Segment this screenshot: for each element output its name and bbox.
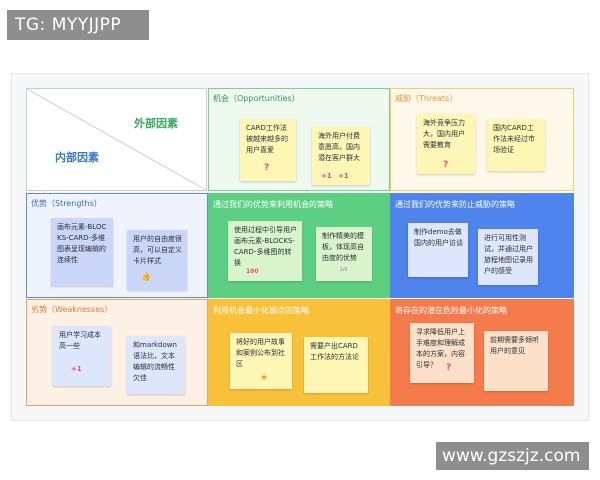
sticky-note-threat-1[interactable]: 海外竞争压力大，国内用户需要教育 ? xyxy=(417,114,475,174)
note-text: 进行可用性测试，并通过用户旅程地图记录用户的感受 xyxy=(484,234,533,275)
note-text: 用户的自由度很高，可以自定义卡片样式 xyxy=(133,235,182,265)
plus-one-sticker-icon: +1 xyxy=(71,365,82,373)
note-text: 使用过程中引导用户画布元素-BLOCKS-CARD-多维图的转换 xyxy=(234,226,297,267)
corner-cell: 外部因素 内部因素 xyxy=(26,88,207,191)
weaknesses-title: 劣势（Weaknesses） xyxy=(31,305,113,314)
note-text: 制作demo去做国内的用户访谈 xyxy=(414,228,463,247)
sticky-note-strength-1[interactable]: 画布元素-BLOCKS-CARD-多维图表呈现编辑的连续性 xyxy=(51,218,113,286)
wt-strategy-title: 将存在的潜在危险最小化的策略 xyxy=(395,306,507,315)
st-strategy-cell: 通过我们的优势来防止威胁的策略 制作demo去做国内的用户访谈 进行可用性测试，… xyxy=(390,193,574,298)
internal-factors-label: 内部因素 xyxy=(55,151,99,164)
opportunities-title: 机会（Opportunities） xyxy=(213,94,300,103)
note-text: 将好的用户故事和案例公布到社区 xyxy=(236,338,285,368)
sticky-note-opp-1[interactable]: CARD工作法被越来越多的用户喜爱 ? xyxy=(240,119,296,181)
sticky-note-wo-1[interactable]: 将好的用户故事和案例公布到社区 ★ xyxy=(230,333,292,389)
note-text: 寻求降低用户上手难度和理解成本的方案，内容引导？ xyxy=(416,328,465,369)
swot-board: 外部因素 内部因素 机会（Opportunities） CARD工作法被越来越多… xyxy=(11,73,589,421)
diagonal-line xyxy=(26,88,207,191)
wo-strategy-title: 利用机会最小化弱点的策略 xyxy=(213,306,309,315)
note-text: 海外用户付费意愿高，国内潜在客户群大 xyxy=(318,132,360,162)
note-text: 画布元素-BLOCKS-CARD-多维图表呈现编辑的连续性 xyxy=(57,223,107,264)
note-text: 用户学习成本高一些 xyxy=(59,331,101,350)
sticky-note-wt-2[interactable]: 前期需要多倾听用户的意见 xyxy=(484,331,548,391)
note-text: 前期需要多倾听用户的意见 xyxy=(490,336,539,355)
so-strategy-cell: 通过我们的优势来利用机会的策略 使用过程中引导用户画布元素-BLOCKS-CAR… xyxy=(208,193,390,298)
sticky-note-wo-2[interactable]: 需要产出CARD工作法的方法论 xyxy=(304,337,368,393)
plus-one-sticker-icon: +1 xyxy=(338,172,349,180)
strengths-cell: 优势（Strengths） 画布元素-BLOCKS-CARD-多维图表呈现编辑的… xyxy=(26,193,208,298)
note-text: 和markdown语法比，文本编辑的流畅性欠佳 xyxy=(133,341,177,382)
wo-strategy-cell: 利用机会最小化弱点的策略 将好的用户故事和案例公布到社区 ★ 需要产出CARD工… xyxy=(208,299,390,406)
sticky-note-st-2[interactable]: 进行可用性测试，并通过用户旅程地图记录用户的感受 xyxy=(478,229,538,285)
sticky-note-threat-2[interactable]: 国内CARD工作法未经过市场验证 xyxy=(487,119,545,171)
note-text: 需要产出CARD工作法的方法论 xyxy=(310,342,359,361)
sticky-note-weak-2[interactable]: 和markdown语法比，文本编辑的流畅性欠佳 xyxy=(127,336,185,394)
sticky-note-opp-2[interactable]: 海外用户付费意愿高，国内潜在客户群大 +1 +1 xyxy=(312,127,370,185)
watermark-bottom: www.gzszjz.com xyxy=(436,442,589,470)
thumbs-up-sticker-icon: 👍 xyxy=(141,272,151,281)
note-text: 制作精美的模板，体现高自由度的优势 xyxy=(322,232,364,262)
sticky-note-so-1[interactable]: 使用过程中引导用户画布元素-BLOCKS-CARD-多维图的转换 100 xyxy=(228,221,302,281)
sticky-note-so-2[interactable]: 制作精美的模板，体现高自由度的优势 ﾉﾉﾉ xyxy=(316,227,372,281)
note-text: 国内CARD工作法未经过市场验证 xyxy=(493,124,535,154)
opportunities-cell: 机会（Opportunities） CARD工作法被越来越多的用户喜爱 ? 海外… xyxy=(208,88,390,191)
star-sticker-icon: ★ xyxy=(260,373,269,383)
st-strategy-title: 通过我们的优势来防止威胁的策略 xyxy=(395,200,515,209)
threats-title: 威胁（Threats） xyxy=(395,94,458,103)
dots-sticker-icon: ﾉﾉﾉ xyxy=(340,267,348,273)
note-text: 海外竞争压力大，国内用户需要教育 xyxy=(423,119,465,149)
so-strategy-title: 通过我们的优势来利用机会的策略 xyxy=(213,200,333,209)
threats-cell: 威胁（Threats） 海外竞争压力大，国内用户需要教育 ? 国内CARD工作法… xyxy=(390,88,574,191)
weaknesses-cell: 劣势（Weaknesses） 用户学习成本高一些 +1 和markdown语法比… xyxy=(26,299,208,406)
wt-strategy-cell: 将存在的潜在危险最小化的策略 寻求降低用户上手难度和理解成本的方案，内容引导？ … xyxy=(390,299,574,406)
hundred-sticker-icon: 100 xyxy=(246,268,259,275)
question-sticker-icon: ? xyxy=(446,363,452,373)
question-sticker-icon: ? xyxy=(443,160,449,170)
question-sticker-icon: ? xyxy=(264,163,270,173)
note-text: CARD工作法被越来越多的用户喜爱 xyxy=(246,124,288,154)
watermark-top: TG: MYYJJPP xyxy=(7,10,149,40)
sticky-note-weak-1[interactable]: 用户学习成本高一些 +1 xyxy=(53,326,111,386)
sticky-note-st-1[interactable]: 制作demo去做国内的用户访谈 xyxy=(408,223,468,277)
sticky-note-wt-1[interactable]: 寻求降低用户上手难度和理解成本的方案，内容引导？ ? xyxy=(410,323,474,383)
external-factors-label: 外部因素 xyxy=(134,117,178,130)
plus-one-sticker-icon: +1 xyxy=(321,172,332,180)
sticky-note-strength-2[interactable]: 用户的自由度很高，可以自定义卡片样式 👍 xyxy=(127,230,187,290)
strengths-title: 优势（Strengths） xyxy=(31,199,102,208)
